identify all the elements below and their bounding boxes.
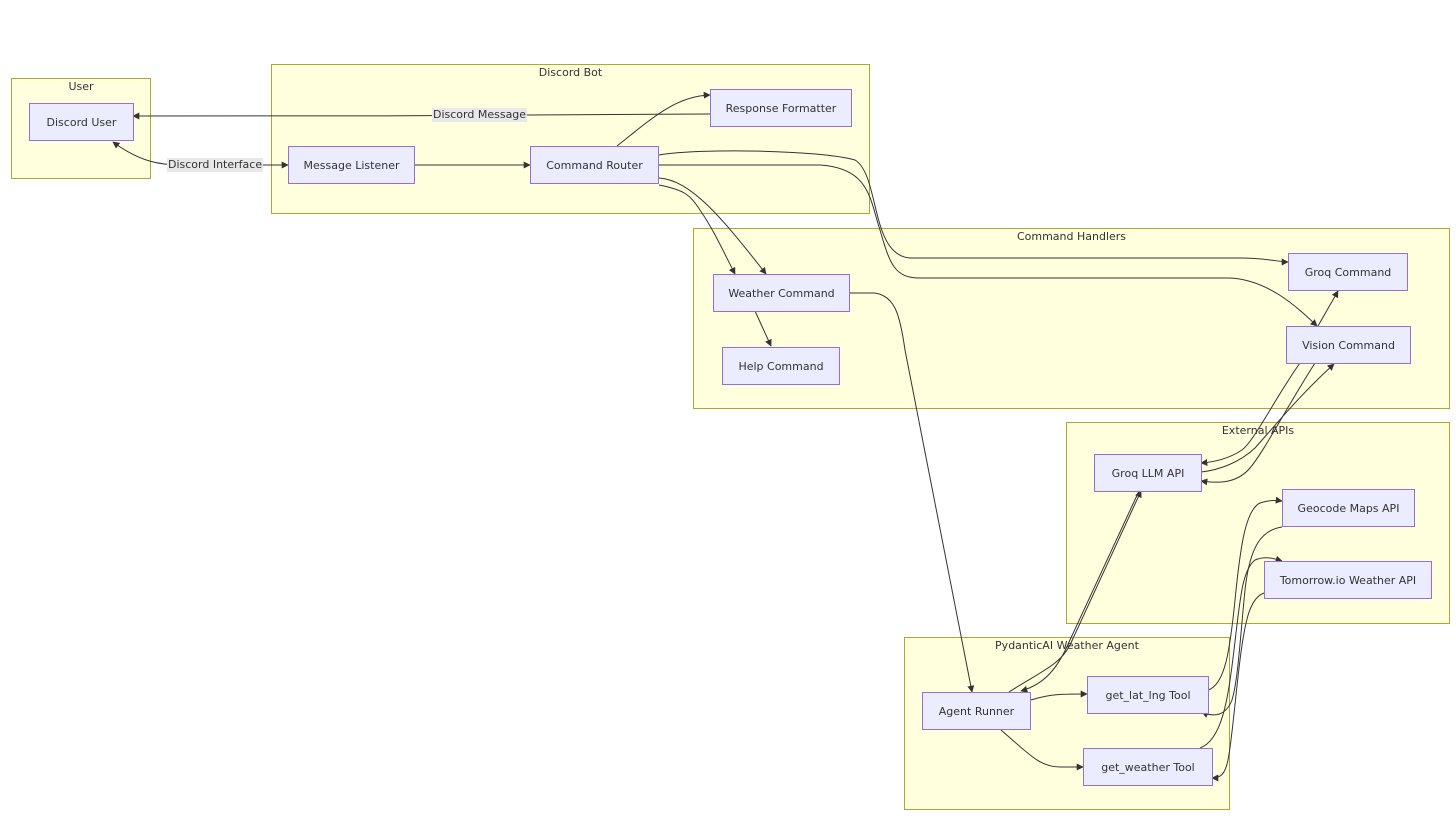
- cluster-title-discord-bot: Discord Bot: [538, 66, 603, 79]
- node-geocode-maps-api[interactable]: Geocode Maps API: [1282, 489, 1415, 527]
- cluster-discord-bot: Discord Bot: [271, 64, 870, 214]
- node-groq-llm-api[interactable]: Groq LLM API: [1094, 454, 1202, 492]
- node-get-lat-lng-tool[interactable]: get_lat_lng Tool: [1087, 676, 1209, 714]
- node-discord-user[interactable]: Discord User: [29, 103, 134, 141]
- node-weather-command[interactable]: Weather Command: [713, 274, 850, 312]
- node-message-listener[interactable]: Message Listener: [288, 146, 415, 184]
- node-response-formatter[interactable]: Response Formatter: [710, 89, 852, 127]
- cluster-title-command-handlers: Command Handlers: [1016, 230, 1127, 243]
- cluster-title-pydanticai-weather-agent: PydanticAI Weather Agent: [995, 639, 1139, 652]
- node-help-command[interactable]: Help Command: [722, 347, 840, 385]
- node-command-router[interactable]: Command Router: [530, 146, 659, 184]
- edge-label-discord-message: Discord Message: [432, 108, 528, 122]
- node-get-weather-tool[interactable]: get_weather Tool: [1083, 748, 1213, 786]
- cluster-title-user: User: [68, 80, 94, 93]
- node-vision-command[interactable]: Vision Command: [1286, 326, 1411, 364]
- node-groq-command[interactable]: Groq Command: [1288, 253, 1408, 291]
- node-tomorrow-weather-api[interactable]: Tomorrow.io Weather API: [1264, 561, 1432, 599]
- edge-label-discord-interface: Discord Interface: [167, 158, 264, 172]
- node-agent-runner[interactable]: Agent Runner: [922, 692, 1031, 730]
- cluster-title-external-apis: External APIs: [1221, 424, 1295, 437]
